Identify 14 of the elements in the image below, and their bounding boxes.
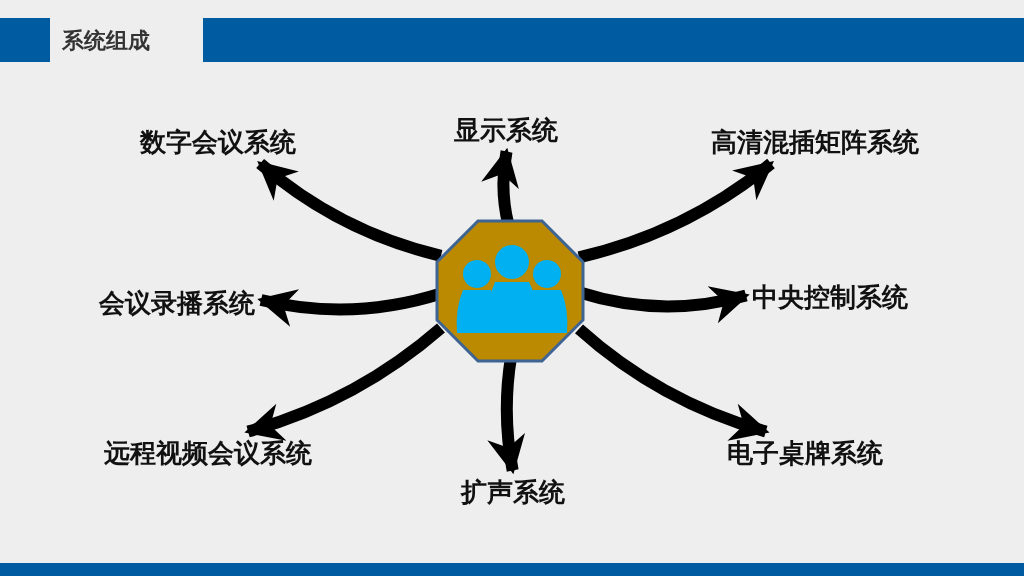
system-label: 高清混插矩阵系统	[705, 120, 925, 164]
system-label: 远程视频会议系统	[98, 431, 318, 475]
system-label: 中央控制系统	[746, 275, 914, 319]
system-label: 会议录播系统	[93, 281, 261, 325]
title: 系统组成	[62, 27, 150, 55]
system-label: 显示系统	[448, 108, 564, 152]
curved-arrow	[577, 158, 775, 264]
curved-arrow	[256, 158, 443, 262]
curved-arrow	[575, 324, 770, 440]
system-label: 电子桌牌系统	[721, 431, 889, 475]
octagon-shape	[435, 219, 585, 363]
curved-arrow	[244, 323, 445, 441]
system-label: 扩声系统	[455, 470, 571, 514]
system-label: 数字会议系统	[134, 120, 302, 164]
